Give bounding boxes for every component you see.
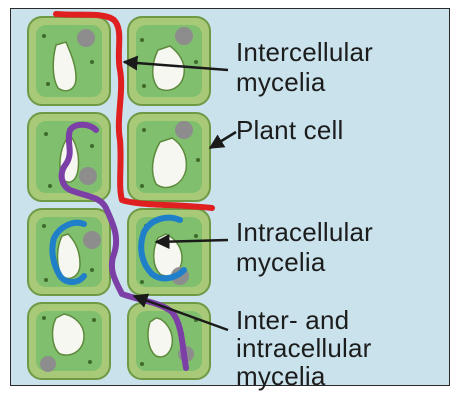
label-inter-intra-line3: mycelia [236,362,326,391]
plant-cell-r2-c2 [128,113,210,201]
nucleus [175,121,193,139]
nucleus [77,29,95,47]
plant-cell-r4-c1 [28,303,110,379]
label-intracellular-line2: mycelia [236,248,326,277]
nucleus [79,167,97,185]
nucleus [175,27,193,45]
label-inter-intra-line1: Inter- and [236,306,349,335]
nucleus [40,356,56,372]
arrow-plant-cell [210,132,236,148]
plant-cell-r1-c1 [28,17,110,105]
nucleus [83,231,101,249]
plant-cell-r4-c2 [128,303,210,379]
label-intracellular-line1: Intracellular [236,218,373,247]
label-plant-cell: Plant cell [236,116,344,145]
label-inter-intra-line2: intracellular [236,334,372,363]
label-intercellular-line1: Intercellular [236,38,373,67]
label-intercellular-line2: mycelia [236,68,326,97]
